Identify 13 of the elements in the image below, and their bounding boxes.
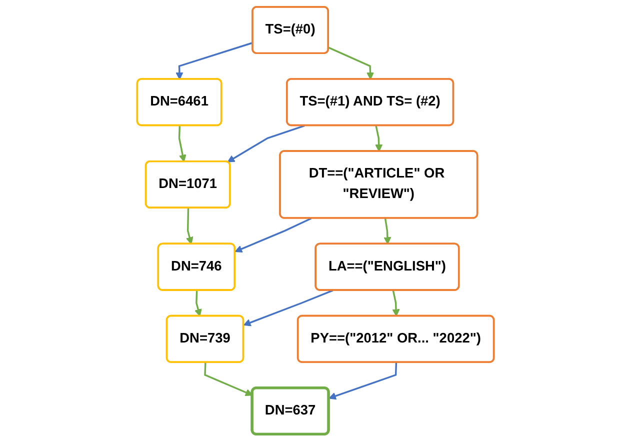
arrow	[328, 46, 374, 80]
arrow	[204, 362, 253, 396]
arrow	[328, 362, 398, 400]
arrow	[375, 126, 383, 152]
arrow	[384, 218, 392, 244]
arrow	[176, 42, 254, 80]
arrow	[392, 290, 400, 316]
arrow	[194, 290, 202, 316]
arrow	[243, 290, 334, 326]
arrow	[178, 126, 186, 162]
arrow	[234, 218, 312, 252]
arrow	[227, 124, 305, 162]
arrow	[186, 208, 194, 244]
